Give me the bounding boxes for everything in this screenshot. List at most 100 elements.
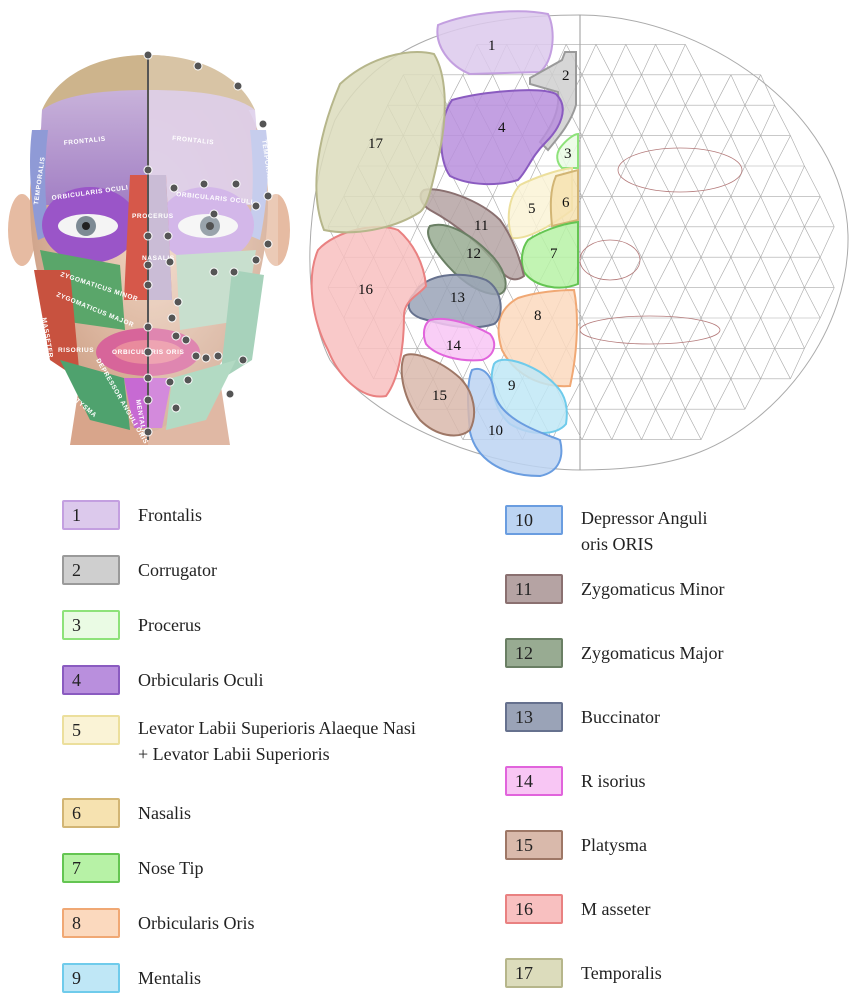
mesh-edge [715,318,731,348]
mesh-edge [612,257,626,287]
mesh-edge [701,166,715,196]
mesh-edge [612,75,626,105]
legend-label: Platysma [581,832,647,858]
legend-swatch: 15 [505,830,563,860]
legend-item-2: 2Corrugator [62,550,217,590]
legend-item-13: 13Buccinator [505,697,660,737]
mesh-edge [626,136,642,166]
region-num-10: 10 [488,423,503,439]
mesh-edge [701,348,715,378]
mesh-edge [642,348,656,378]
mesh-edge [596,409,612,439]
mesh-edge [685,105,701,135]
legend-label-line: Temporalis [581,960,662,986]
mesh-edge [626,348,642,378]
legend-label-line-2: oris ORIS [581,531,707,557]
mesh-edge [671,288,685,318]
mesh-edge [685,318,701,348]
legend-swatch: 6 [62,798,120,828]
mesh-edge [715,348,731,378]
mesh-edge [804,257,820,287]
region-num-1: 1 [488,38,496,54]
mesh-edge [685,348,701,378]
mesh-edge [701,288,715,318]
legend-label-line: Nose Tip [138,855,204,881]
legend-label-line: Platysma [581,832,647,858]
mesh-edge [731,196,745,226]
legend-item-11: 11Zygomaticus Minor [505,569,724,609]
legend-item-17: 17Temporalis [505,953,662,993]
mesh-edge [656,227,672,257]
mesh-edge [701,227,715,257]
mesh-edge [642,379,656,409]
mesh-edge [761,105,775,135]
legend: 1Frontalis2Corrugator3Procerus4Orbicular… [0,495,850,982]
mesh-edge [642,257,656,287]
region-num-12: 12 [466,246,481,262]
mesh-edge [642,75,656,105]
legend-swatch: 14 [505,766,563,796]
region-num-3: 3 [564,146,572,162]
mesh-edge [582,379,596,409]
legend-label-line: M asseter [581,896,650,922]
legend-label: Procerus [138,612,201,638]
legend-item-4: 4Orbicularis Oculi [62,660,263,700]
mesh-edge [790,288,804,318]
anatomical-face-illustration: FRONTALIS FRONTALIS TEMPORALIS TEMPORALI… [8,51,290,446]
legend-item-6: 6 Nasalis [62,793,191,833]
legend-label: Nasalis [138,800,191,826]
mesh-edge [790,196,804,226]
legend-label-line: Mentalis [138,965,201,991]
legend-label: M asseter [581,896,650,922]
legend-label-line: Depressor Anguli [581,505,707,531]
mesh-edge [671,227,685,257]
mesh-edge [775,257,791,287]
mesh-edge [596,379,612,409]
mesh-edge [745,348,761,378]
facial-muscle-figure: FRONTALIS FRONTALIS TEMPORALIS TEMPORALI… [0,0,850,480]
legend-label: Nose Tip [138,855,204,881]
mesh-edge [745,136,761,166]
mesh-edge [804,318,820,348]
mesh-edge [656,348,672,378]
mesh-edge [761,136,775,166]
mesh-edge [790,348,804,378]
mesh-edge [582,348,596,378]
mesh-edge [582,136,596,166]
mesh-edge [790,136,804,166]
legend-swatch: 9 [62,963,120,993]
legend-item-12: 12Zygomaticus Major [505,633,723,673]
mesh-edge [775,318,791,348]
mesh-edge [656,196,672,226]
mesh-edge [731,318,745,348]
mesh-edge [820,257,834,287]
mesh-edge [745,75,761,105]
mesh-edge [820,227,834,257]
mesh-edge [626,75,642,105]
mesh-edge [596,105,612,135]
region-num-11: 11 [474,218,488,234]
mesh-edge [596,318,612,348]
mesh-edge [671,409,685,439]
mesh-edge [685,288,701,318]
mesh-edge [582,196,596,226]
mesh-edge [775,348,791,378]
legend-label-line: Levator Labii Superioris Alaeque Nasi [138,715,416,741]
mesh-edge [685,379,701,409]
mesh-edge [701,257,715,287]
region-4-orbicularis-oculi [441,90,563,184]
legend-label: Temporalis [581,960,662,986]
mesh-edge [701,105,715,135]
legend-item-15: 15 Platysma [505,825,647,865]
mesh-edge [701,136,715,166]
mesh-edge [761,288,775,318]
mesh-edge [596,75,612,105]
mesh-edge [582,75,596,105]
mesh-edge [701,379,715,409]
legend-label: Zygomaticus Minor [581,576,724,602]
mesh-edge [715,379,731,409]
legend-swatch: 12 [505,638,563,668]
mesh-edge [656,288,672,318]
legend-swatch: 7 [62,853,120,883]
mesh-edge [745,166,761,196]
